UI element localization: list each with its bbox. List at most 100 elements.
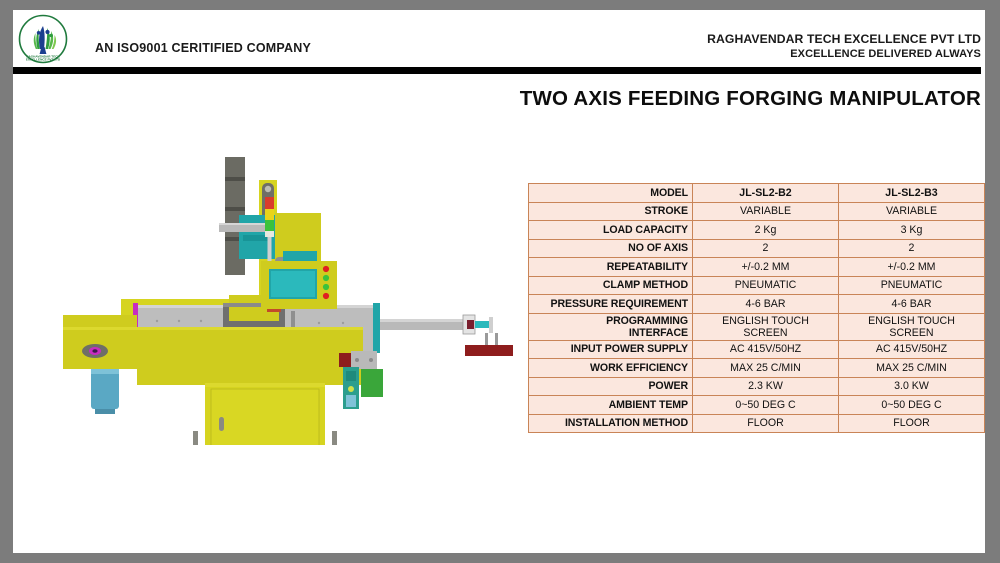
table-row: PRESSURE REQUIREMENT 4-6 BAR 4-6 BAR — [528, 294, 985, 314]
spec-value-b2-cell: VARIABLE — [692, 201, 839, 221]
table-row: CLAMP METHOD PNEUMATIC PNEUMATIC — [528, 275, 985, 295]
spec-value-b2-cell: MAX 25 C/MIN — [692, 358, 839, 378]
table-row: INPUT POWER SUPPLY AC 415V/50HZ AC 415V/50… — [528, 339, 985, 359]
table-row: NO OF AXIS 2 2 — [528, 238, 985, 258]
table-row: INSTALLATION METHOD FLOOR FLOOR — [528, 413, 985, 433]
spec-value-b2-cell: 2.3 KW — [692, 376, 839, 396]
spec-label-cell-line1: WORK EFFICIENCY — [590, 361, 688, 374]
spec-value-b2-cell-line1: 0~50 DEG C — [735, 398, 796, 411]
spec-value-b3-cell-line1: ENGLISH TOUCH — [868, 314, 955, 327]
spec-value-b2-cell-line1: AC 415V/50HZ — [729, 343, 802, 356]
spec-value-b2-cell: +/-0.2 MM — [692, 257, 839, 277]
spec-value-b3-cell: VARIABLE — [838, 201, 985, 221]
slide-canvas: RAGHAVENDAR TECH EXCELLENCE PVT LTD AN I… — [13, 10, 985, 553]
spec-label-cell: INPUT POWER SUPPLY — [528, 339, 693, 359]
spec-label-cell: LOAD CAPACITY — [528, 220, 693, 240]
spec-label-cell: INSTALLATION METHOD — [528, 413, 693, 433]
spec-label-cell-line1: POWER — [648, 380, 688, 393]
spec-label-cell: WORK EFFICIENCY — [528, 358, 693, 378]
spec-label-cell: STROKE — [528, 201, 693, 221]
spec-label-cell-line1: INSTALLATION METHOD — [564, 417, 688, 430]
spec-label-cell-line1: MODEL — [650, 186, 688, 199]
spec-value-b3-cell: FLOOR — [838, 413, 985, 433]
spec-value-b3-cell-line1: 3.0 KW — [894, 380, 929, 393]
spec-value-b3-cell: 4-6 BAR — [838, 294, 985, 314]
spec-label-cell: MODEL — [528, 183, 693, 203]
spec-value-b2-cell-line1: FLOOR — [747, 417, 784, 430]
spec-label-cell-line1: PRESSURE REQUIREMENT — [550, 297, 688, 310]
spec-label-cell: POWER — [528, 376, 693, 396]
table-row: POWER 2.3 KW 3.0 KW — [528, 376, 985, 396]
spec-value-b3-cell: 3.0 KW — [838, 376, 985, 396]
spec-value-b3-cell-line2: SCREEN — [889, 326, 934, 339]
spec-value-b2-cell-line1: +/-0.2 MM — [741, 260, 790, 273]
svg-text:RAGHAVENDAR TECH: RAGHAVENDAR TECH — [26, 54, 60, 58]
table-row: LOAD CAPACITY 2 Kg 3 Kg — [528, 220, 985, 240]
spec-label-cell-line1: LOAD CAPACITY — [602, 223, 688, 236]
spec-value-b3-cell-line1: MAX 25 C/MIN — [876, 361, 947, 374]
spec-label-cell: AMBIENT TEMP — [528, 395, 693, 415]
spec-value-b3-cell-line1: PNEUMATIC — [880, 279, 943, 292]
spec-value-b3-cell-line1: VARIABLE — [885, 205, 938, 218]
spec-value-b3-cell: MAX 25 C/MIN — [838, 358, 985, 378]
spec-label-cell-line1: CLAMP METHOD — [602, 279, 688, 292]
spec-label-cell-line1: AMBIENT TEMP — [608, 398, 689, 411]
spec-label-cell-line1: STROKE — [644, 205, 688, 218]
spec-value-b2-cell: 0~50 DEG C — [692, 395, 839, 415]
company-logo-icon: RAGHAVENDAR TECH EXCELLENCE PVT LTD — [17, 13, 69, 65]
table-row: MODEL JL-SL2-B2 JL-SL2-B3 — [528, 183, 985, 203]
spec-value-b2-cell: PNEUMATIC — [692, 275, 839, 295]
spec-value-b2-cell: FLOOR — [692, 413, 839, 433]
spec-value-b2-cell-line1: 2.3 KW — [748, 380, 783, 393]
spec-value-b2-cell: 2 Kg — [692, 220, 839, 240]
spec-value-b2-cell-line1: 4-6 BAR — [745, 297, 786, 310]
spec-value-b2-cell-line1: 2 Kg — [754, 223, 777, 236]
spec-label-cell-line1: NO OF AXIS — [628, 242, 688, 255]
company-tagline: EXCELLENCE DELIVERED ALWAYS — [790, 48, 981, 60]
spec-label-cell-line2: INTERFACE — [628, 326, 688, 339]
spec-value-b3-cell: AC 415V/50HZ — [838, 339, 985, 359]
table-row: AMBIENT TEMP 0~50 DEG C 0~50 DEG C — [528, 395, 985, 415]
spec-value-b3-cell: PNEUMATIC — [838, 275, 985, 295]
spec-value-b2-cell: JL-SL2-B2 — [692, 183, 839, 203]
company-identity-block: RAGHAVENDAR TECH EXCELLENCE PVT LTD EXCE… — [707, 32, 981, 62]
table-row: STROKE VARIABLE VARIABLE — [528, 201, 985, 221]
spec-label-cell-line1: PROGRAMMING — [606, 314, 688, 327]
spec-value-b2-cell-line2: SCREEN — [743, 326, 788, 339]
spec-value-b3-cell: JL-SL2-B3 — [838, 183, 985, 203]
spec-value-b3-cell-line1: JL-SL2-B3 — [885, 186, 938, 199]
spec-label-cell: REPEATABILITY — [528, 257, 693, 277]
svg-text:EXCELLENCE PVT LTD: EXCELLENCE PVT LTD — [26, 58, 61, 62]
machine-illustration — [33, 155, 533, 465]
spec-value-b3-cell-line1: +/-0.2 MM — [887, 260, 936, 273]
spec-value-b2-cell: 4-6 BAR — [692, 294, 839, 314]
spec-label-cell: CLAMP METHOD — [528, 275, 693, 295]
spec-value-b2-cell-line1: ENGLISH TOUCH — [722, 314, 809, 327]
spec-value-b3-cell-line1: AC 415V/50HZ — [875, 343, 948, 356]
spec-value-b3-cell-line1: FLOOR — [893, 417, 930, 430]
spec-label-cell: NO OF AXIS — [528, 238, 693, 258]
spec-label-cell-line1: INPUT POWER SUPPLY — [570, 343, 688, 356]
table-row: WORK EFFICIENCY MAX 25 C/MIN MAX 25 C/MIN — [528, 358, 985, 378]
spec-value-b3-cell-line1: 4-6 BAR — [891, 297, 932, 310]
header-divider-rule — [13, 67, 981, 74]
company-name: RAGHAVENDAR TECH EXCELLENCE PVT LTD — [707, 32, 981, 46]
spec-value-b2-cell-line1: VARIABLE — [739, 205, 792, 218]
page-title: TWO AXIS FEEDING FORGING MANIPULATOR — [519, 87, 981, 110]
spec-value-b2-cell: 2 — [692, 238, 839, 258]
spec-value-b2-cell: AC 415V/50HZ — [692, 339, 839, 359]
spec-value-b3-cell-line1: 0~50 DEG C — [881, 398, 942, 411]
spec-value-b3-cell: 3 Kg — [838, 220, 985, 240]
spec-label-cell-line1: REPEATABILITY — [606, 260, 688, 273]
spec-value-b2-cell-line1: MAX 25 C/MIN — [730, 361, 801, 374]
spec-value-b2-cell-line1: JL-SL2-B2 — [739, 186, 792, 199]
table-row: REPEATABILITY +/-0.2 MM +/-0.2 MM — [528, 257, 985, 277]
spec-value-b2-cell-line1: PNEUMATIC — [734, 279, 797, 292]
spec-value-b2-cell-line1: 2 — [762, 242, 769, 255]
spec-value-b3-cell-line1: 2 — [908, 242, 915, 255]
spec-label-cell: PRESSURE REQUIREMENT — [528, 294, 693, 314]
